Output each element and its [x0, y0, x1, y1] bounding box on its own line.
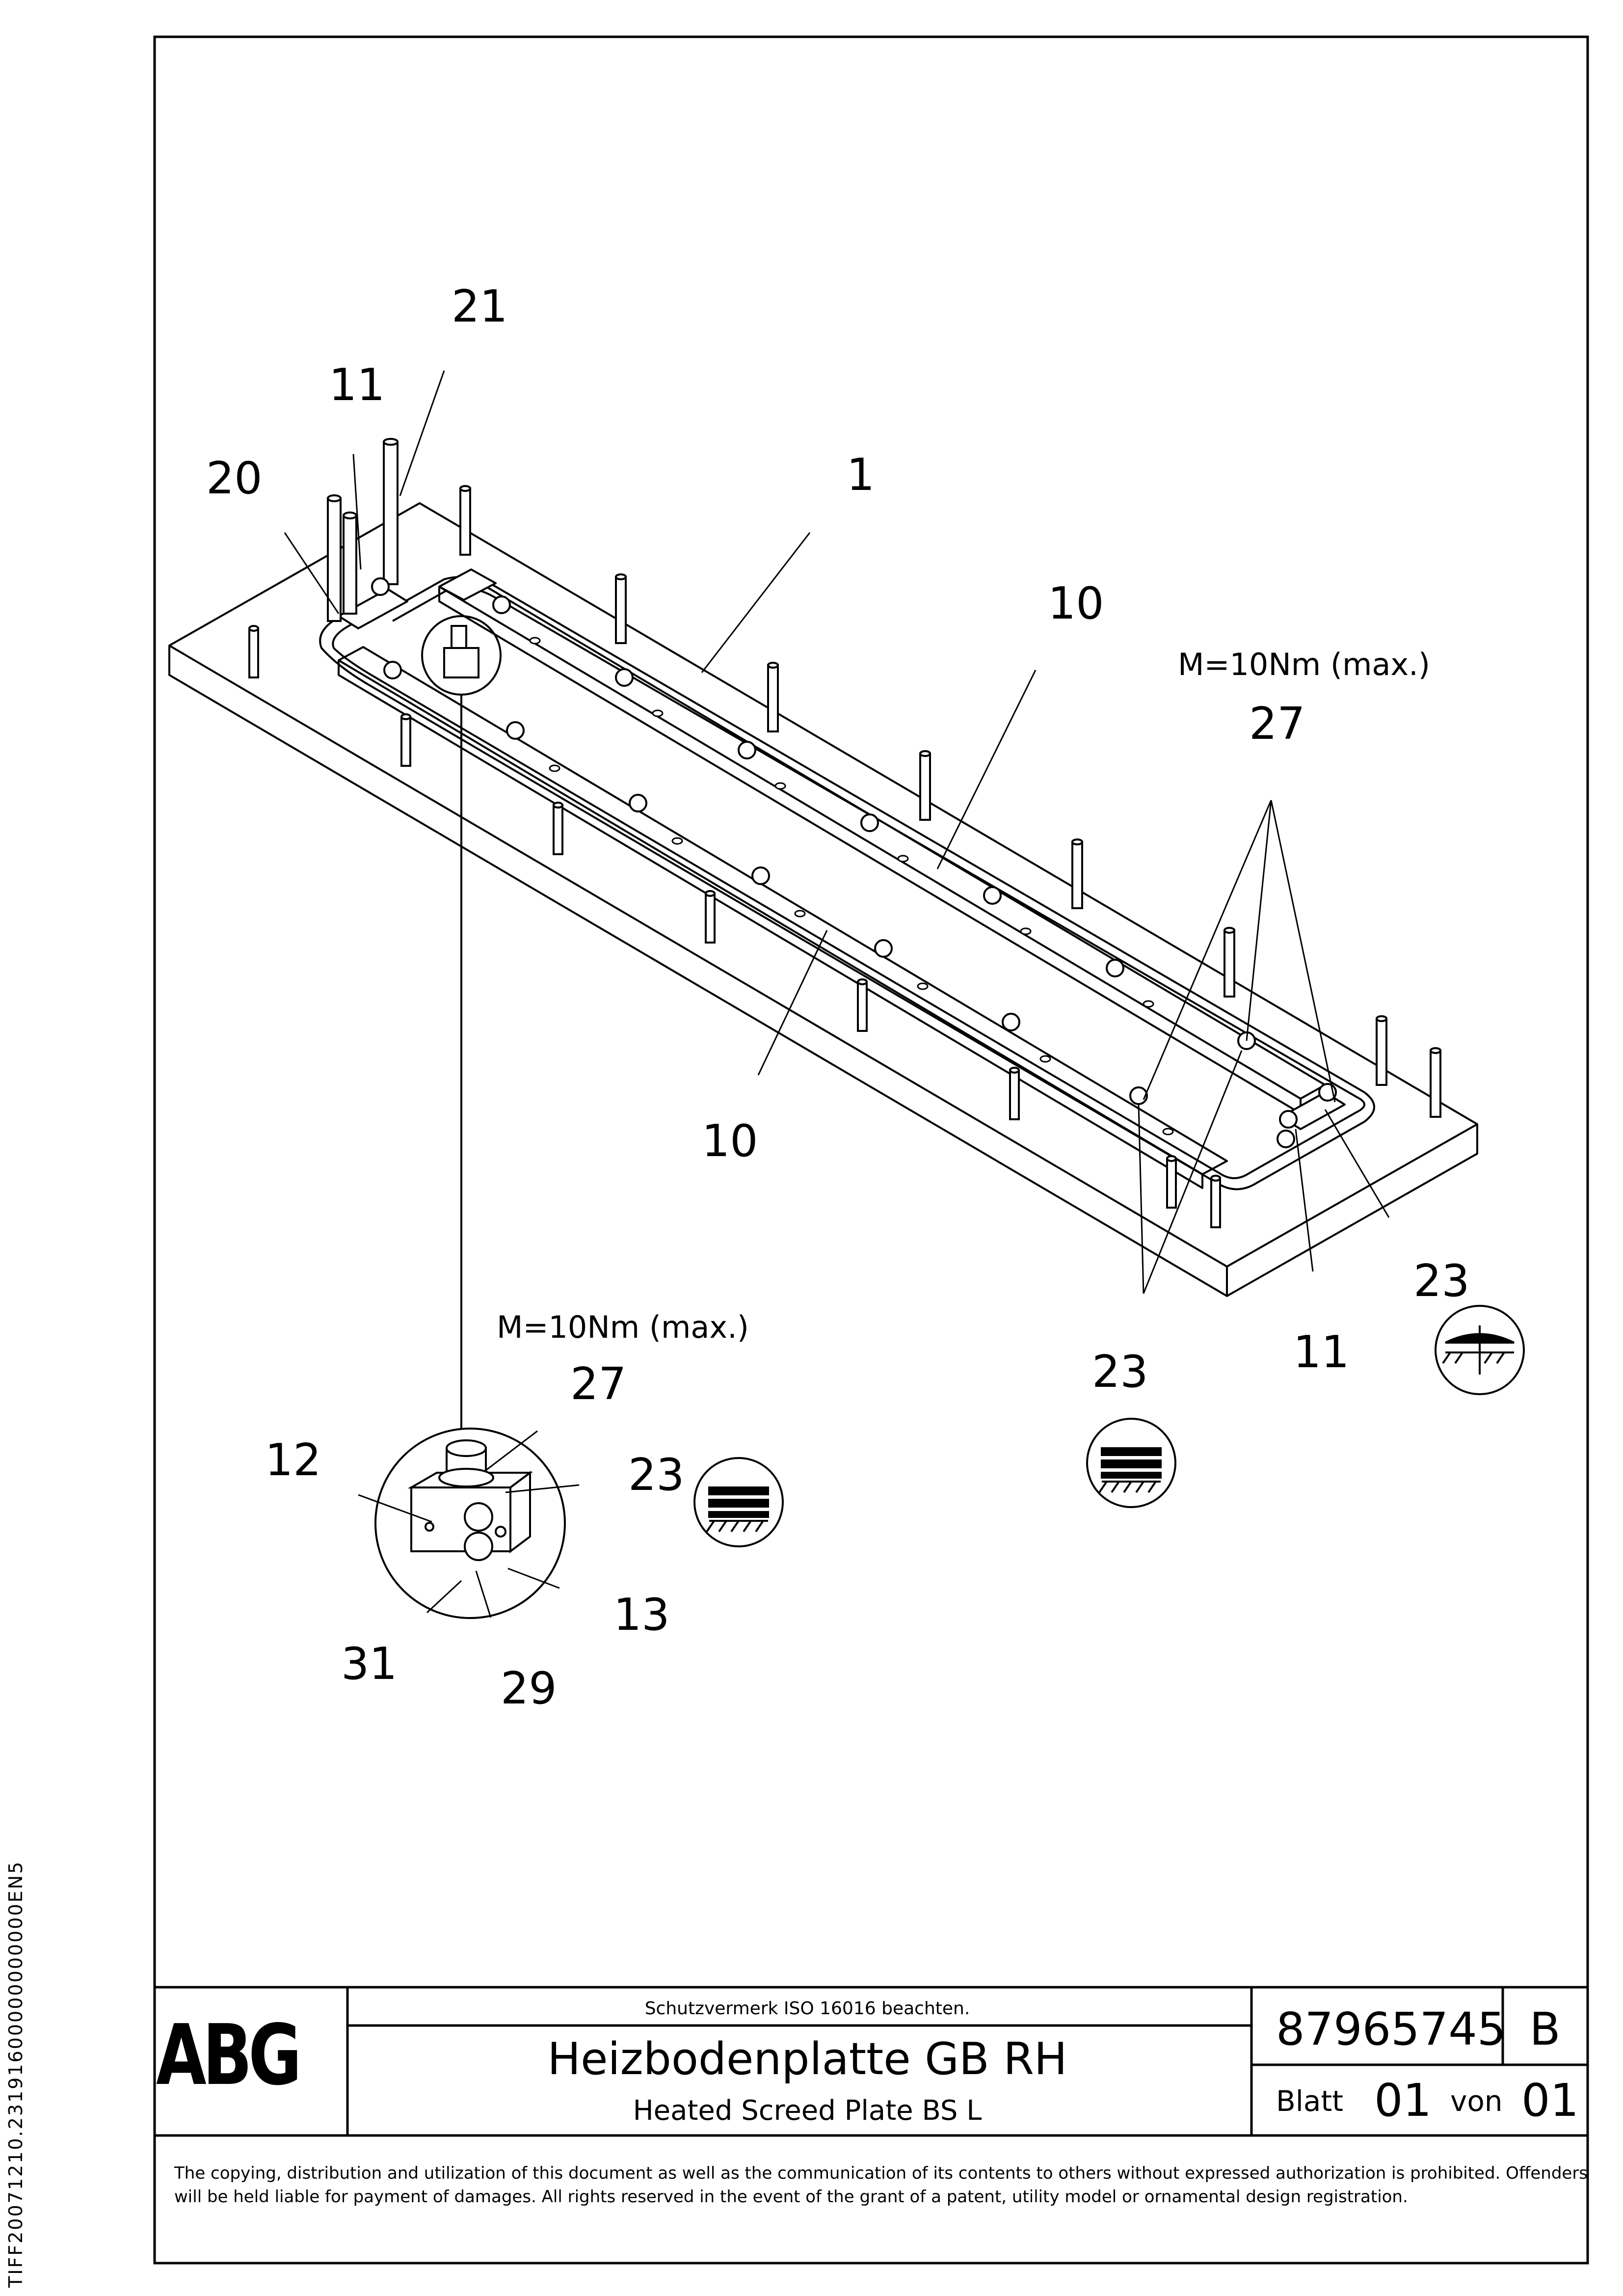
stud — [919, 750, 931, 821]
callout-10: 10 — [1048, 578, 1104, 629]
leader-lines — [284, 370, 1390, 1618]
stud — [767, 662, 779, 732]
document-code: TIFF20071210.23191600000000000EN5 — [5, 1860, 27, 2288]
callout-23: 23 — [628, 1449, 685, 1501]
callout-21: 21 — [452, 281, 508, 332]
copyright-notice: The copying, distribution and utilizatio… — [174, 2163, 1588, 2207]
callout-29: 29 — [501, 1663, 557, 1714]
abg-logo: ABG — [156, 2007, 302, 2104]
stud — [1430, 1047, 1441, 1118]
sheet-label: Blatt — [1276, 2084, 1343, 2118]
stud — [1009, 1067, 1020, 1120]
stud — [400, 713, 411, 767]
callout-1: 1 — [847, 449, 875, 501]
electrical-terminal — [327, 494, 342, 622]
stud — [459, 485, 471, 556]
stud — [1210, 1175, 1221, 1228]
heating-rail-lower — [338, 646, 1228, 1175]
rail-holes — [529, 637, 1174, 1135]
electrical-terminal — [343, 512, 357, 615]
torque-note: M=10Nm (max.) — [1178, 647, 1430, 682]
washer-symbol — [1086, 1418, 1176, 1508]
torque-note: M=10Nm (max.) — [497, 1309, 749, 1345]
stud — [248, 625, 259, 678]
protection-note: Schutzvermerk ISO 16016 beachten. — [645, 1999, 970, 2019]
stud — [1071, 838, 1083, 909]
part-number: 87965745 — [1276, 2003, 1506, 2055]
sheet-number: 01 — [1374, 2074, 1432, 2127]
of-label: von — [1450, 2084, 1503, 2118]
electrical-terminal — [383, 438, 399, 585]
connector-detail-view — [374, 695, 566, 1619]
stud — [1224, 927, 1235, 998]
stud — [857, 978, 868, 1032]
sheet-total: 01 — [1521, 2074, 1579, 2127]
callout-27: 27 — [570, 1358, 627, 1410]
single-washer-symbol — [1435, 1305, 1525, 1395]
stud — [1166, 1155, 1177, 1209]
callout-13: 13 — [613, 1589, 670, 1641]
callout-23: 23 — [1413, 1255, 1470, 1307]
stud — [1376, 1015, 1387, 1086]
washer-symbol — [693, 1457, 784, 1547]
callout-11: 11 — [329, 359, 385, 411]
stud-bolts — [248, 438, 1441, 1228]
callout-10: 10 — [702, 1115, 758, 1167]
title-english: Heated Screed Plate BS L — [633, 2095, 982, 2127]
stud — [615, 573, 627, 644]
callout-31: 31 — [341, 1638, 398, 1690]
fastening-nuts — [371, 577, 1337, 1148]
stud — [705, 890, 716, 944]
revision: B — [1529, 2003, 1560, 2055]
callout-27: 27 — [1249, 698, 1305, 750]
sheet-border — [153, 35, 1589, 2265]
title-german: Heizbodenplatte GB RH — [547, 2033, 1067, 2085]
stud — [553, 802, 563, 855]
screed-plate-assembly — [168, 502, 1478, 1297]
callout-12: 12 — [265, 1434, 321, 1486]
callout-23: 23 — [1092, 1346, 1148, 1398]
callout-20: 20 — [206, 453, 263, 504]
callout-11: 11 — [1293, 1326, 1350, 1378]
